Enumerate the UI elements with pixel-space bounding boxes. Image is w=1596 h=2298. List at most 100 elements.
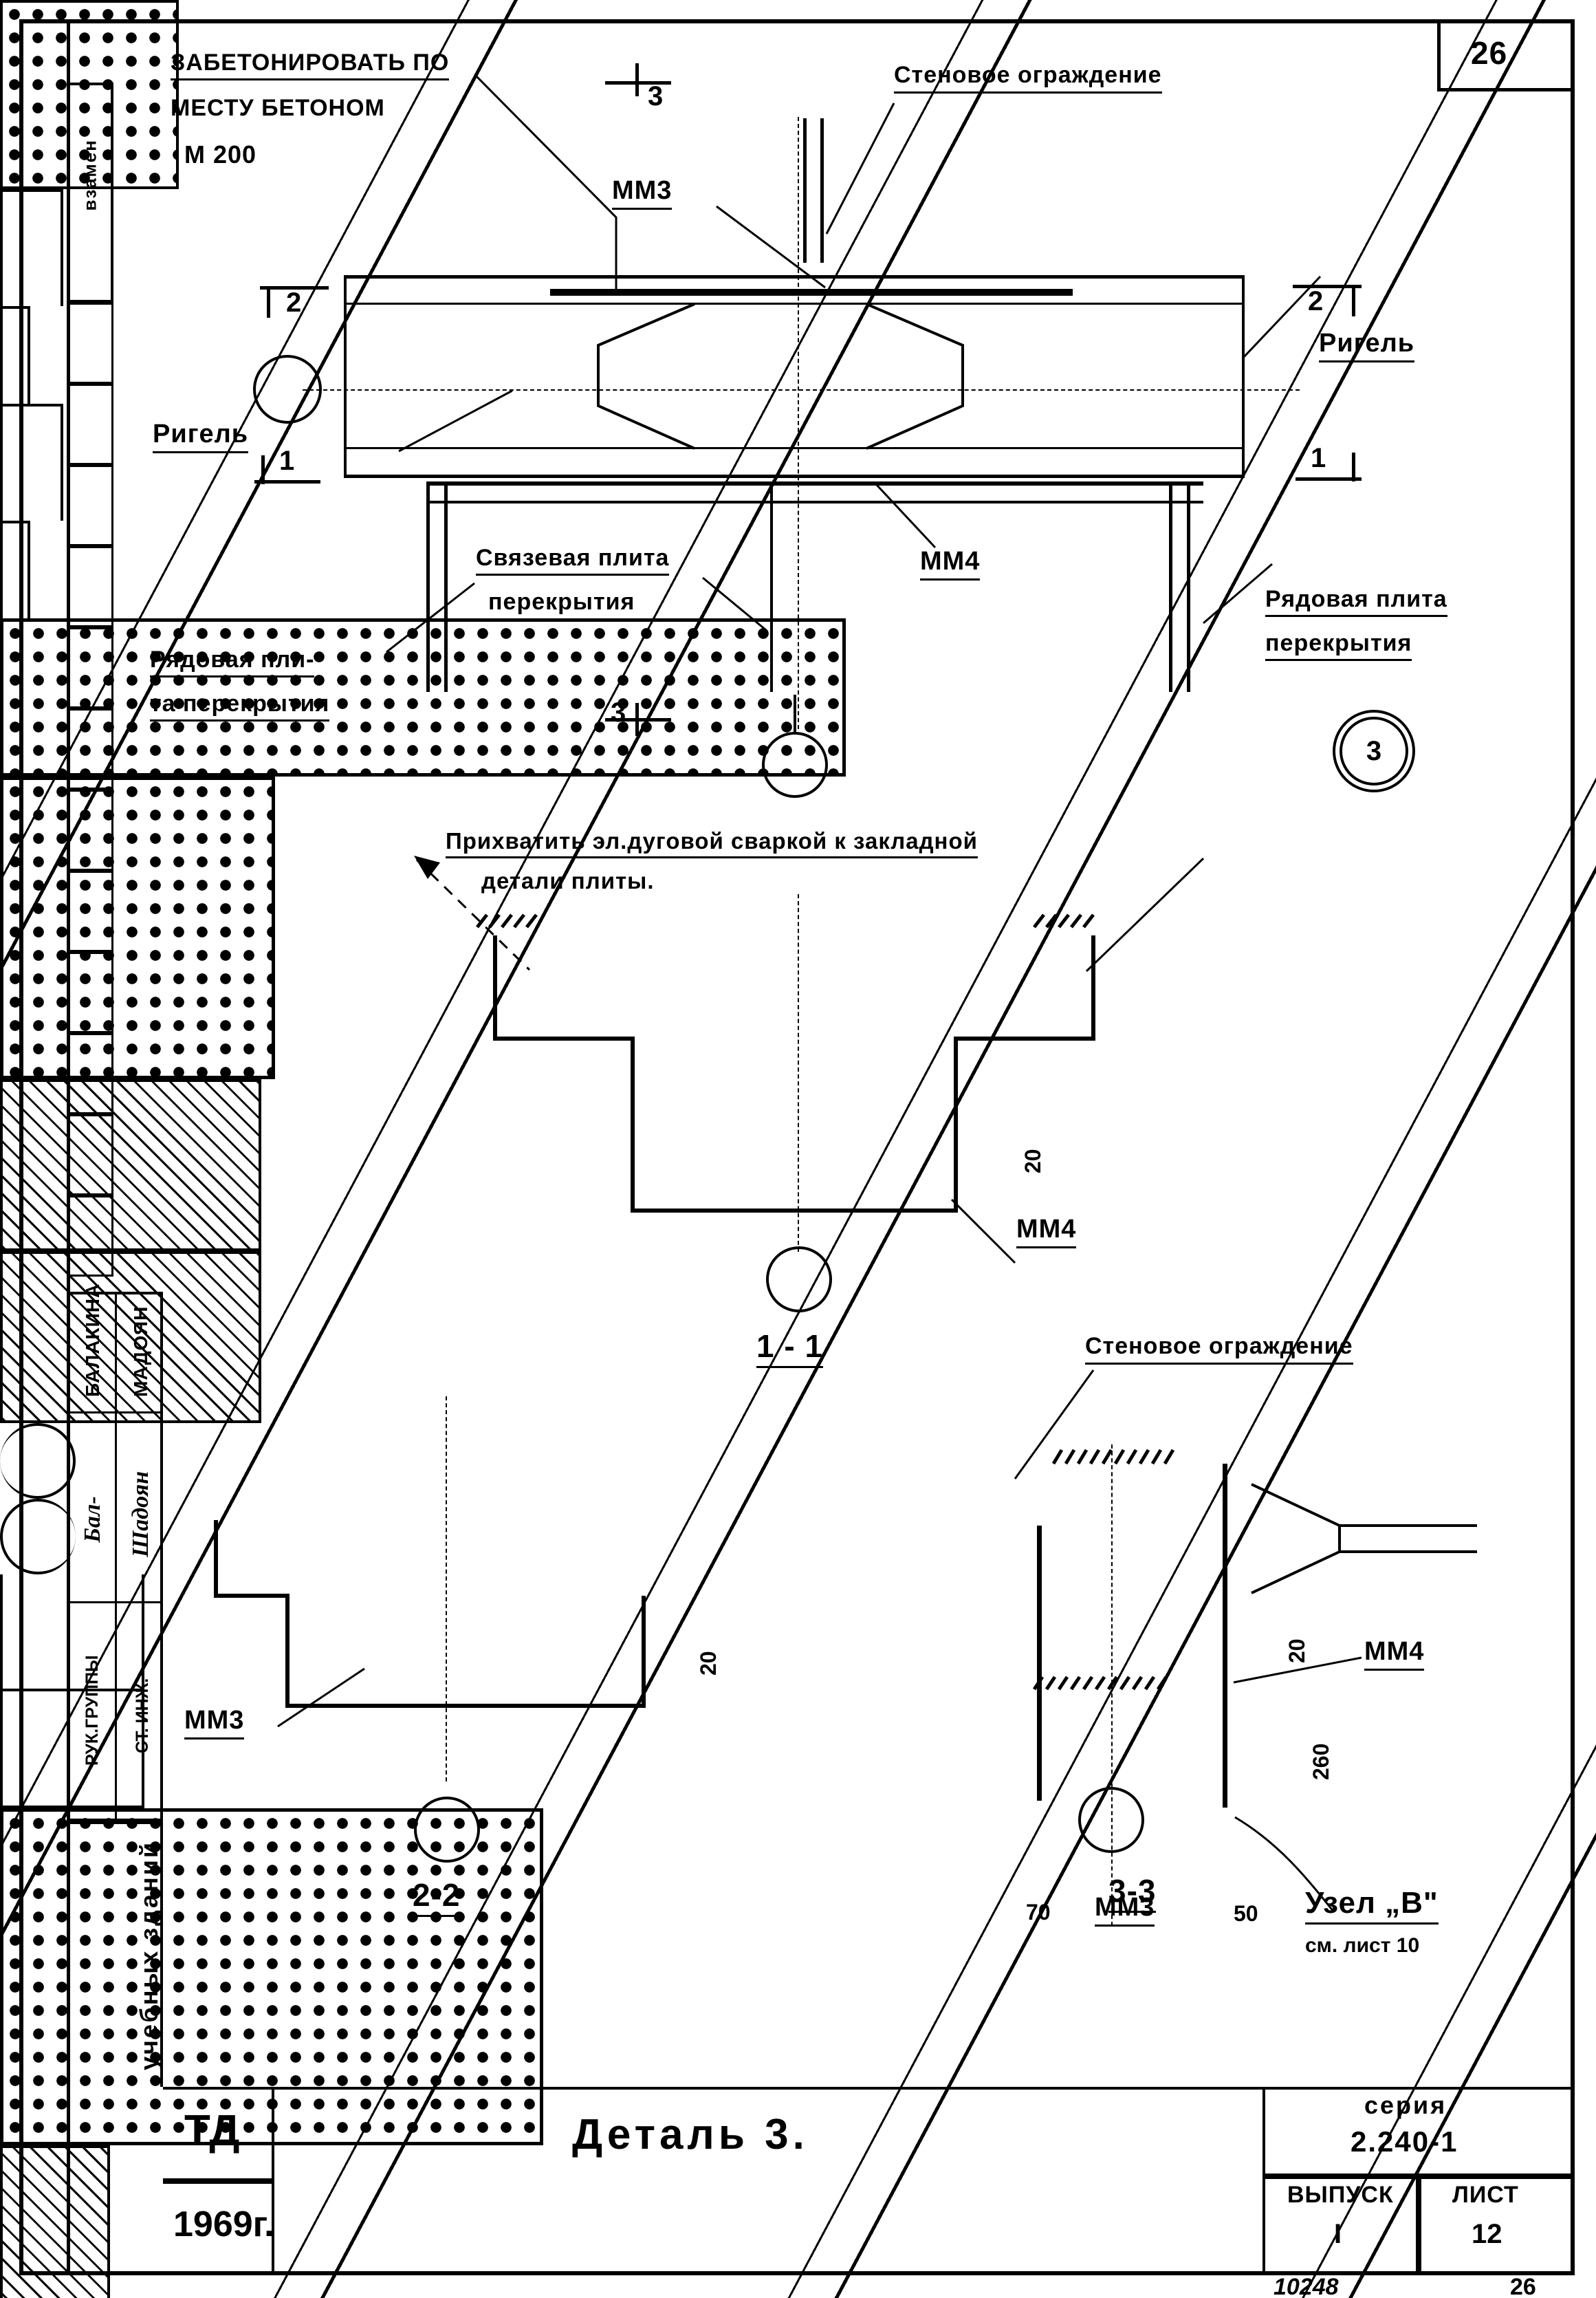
reference-bubble-left (253, 355, 322, 424)
title-block-year-cell (163, 2181, 274, 2275)
left-margin-cell (67, 303, 113, 384)
view-link-bubble-3-3 (1078, 1787, 1144, 1853)
document-code-bottom: 10248 (1273, 2274, 1339, 2298)
detail-bubble-3: 3 (1333, 710, 1415, 792)
title-block-code: ТД (184, 2107, 240, 2154)
title-block-issue-label: ВЫПУСК (1287, 2182, 1394, 2208)
anchor-loop-right (0, 404, 63, 521)
signature-mark-0: Бал- (80, 1496, 105, 1543)
caption-section-2-2: 2-2 (413, 1876, 461, 1917)
left-margin-cell (67, 627, 113, 708)
label-mm3-plan: ММ3 (612, 176, 673, 210)
signature-block-row-divider (67, 1411, 163, 1413)
mm3-bar-section-3-3 (1037, 1526, 1042, 1801)
label-vzamen: взамен (79, 139, 100, 211)
label-rigel-right: Ригель (1319, 329, 1415, 362)
weld-mark-3-3-top (1051, 1449, 1175, 1465)
section-1-1-centerline (798, 894, 799, 1252)
view-link-stem-plan (794, 695, 796, 733)
wall-stub-left-edge (803, 118, 807, 263)
slab-rib-right-a (1169, 486, 1172, 692)
leader-wall-enclosure (825, 102, 895, 235)
view-link-bubble-plan (762, 732, 828, 798)
title-block-series-cell (1262, 2087, 1575, 2176)
beam-right-break (1242, 275, 1245, 478)
slab-top-edge (426, 481, 1203, 486)
label-row-slab-left-1: та перекрытия (150, 691, 330, 722)
anchor-loop-left-inner (0, 306, 30, 404)
signature-block-divider (115, 1292, 117, 1821)
view-link-bubble-1-1 (766, 1246, 832, 1312)
object-name-cell (67, 1821, 163, 2087)
signature-name-0: БАЛАКИНА (82, 1283, 103, 1397)
sheet-inner-margin-line (67, 19, 70, 2275)
section-1-1-pocket-left (0, 1574, 144, 1691)
leader-row-slab-right (1203, 563, 1273, 625)
title-block-sheet-cell (1419, 2176, 1575, 2275)
title-block-title: Деталь 3. (572, 2111, 809, 2158)
signature-role-1: СТ. ИНЖ. (133, 1678, 152, 1754)
label-row-slab-left-0: Рядовая пли- (150, 647, 315, 678)
leader-node-ref (1234, 1816, 1335, 1913)
note-weld-line-0: Прихватить эл.дуговой сваркой к закладно… (446, 828, 978, 858)
title-block-year: 1969г. (173, 2204, 274, 2244)
central-concrete-infill (0, 0, 179, 189)
page-number-box: 26 (1437, 19, 1575, 91)
leader-concrete-note (474, 74, 617, 294)
sheet-frame (19, 19, 1575, 2275)
weld-mark-left (476, 913, 538, 929)
title-block-code-cell (163, 2087, 274, 2181)
left-margin-cell (67, 790, 113, 871)
left-margin-cell (67, 1195, 113, 1277)
left-margin-cell (67, 871, 113, 952)
section-marker-3-top-label: 3 (648, 81, 664, 111)
slab-rib-left-b (444, 486, 448, 692)
section-1-1-pocket-right (0, 1691, 144, 1808)
leader-weld-left (414, 856, 531, 971)
slab-rib-left-a (426, 486, 430, 692)
note-concrete-line-0: ЗАБЕТОНИРОВАТЬ ПО (171, 50, 450, 80)
label-node-ref-sub: см. лист 10 (1305, 1934, 1420, 1957)
leader-mm3-section-2-2 (277, 1667, 365, 1728)
section-marker-3-bottom-label: 3 (611, 697, 627, 728)
section-2-2-centerline (446, 1396, 447, 1781)
leader-rigel-left (398, 389, 513, 453)
left-margin-cell (67, 952, 113, 1033)
anchor-loop-right-inner (0, 521, 30, 618)
leader-mm4-plan (875, 483, 937, 549)
leader-tie-slab (702, 576, 767, 631)
embed-bar-section-3-3 (1223, 1464, 1227, 1808)
object-name: учебных зданий (135, 1841, 163, 2070)
note-weld-line-1: детали плиты. (481, 868, 655, 893)
beam-top-inner-edge (344, 303, 1245, 305)
beam-bottom-inner-edge (344, 447, 1245, 449)
dim-260-section-3-3: 260 (1309, 1743, 1333, 1780)
section-marker-1-right-label: 1 (1311, 443, 1327, 473)
section-1-1-central-block (0, 777, 275, 1079)
caption-section-3-3-final: 3-3 (1108, 1872, 1157, 1913)
label-mm4-section-1-1: ММ4 (1016, 1215, 1077, 1248)
mm3-bent-bar-section-2-2 (214, 1520, 646, 1708)
note-concrete-line-1: МЕСТУ БЕТОНОМ (171, 95, 385, 121)
label-tie-slab-0: Связевая плита (476, 545, 670, 576)
label-mm4-plan: ММ4 (920, 547, 981, 581)
left-margin-cell (67, 1114, 113, 1195)
label-mm3-section-3-3: ММ3 (1095, 1893, 1155, 1927)
beam-left-break (344, 275, 347, 478)
leader-mm4-section-1-1 (950, 1198, 1016, 1264)
slab-rib-right-b (1187, 486, 1190, 692)
title-block-issue-value: I (1334, 2219, 1342, 2249)
left-margin-cell (67, 384, 113, 465)
label-wall-enclosure-3-3: Стеновое ограждение (1085, 1333, 1353, 1365)
slab-second-edge (426, 501, 1203, 503)
section-1-1-concrete-band (0, 618, 846, 777)
label-wall-enclosure-top: Стеновое ограждение (894, 62, 1162, 94)
weld-mark-3-3-bottom (1032, 1676, 1168, 1691)
leader-mm4-section-3-3 (1233, 1656, 1362, 1684)
signature-role-0: РУК.ГРУППЫ (83, 1655, 102, 1766)
title-block-issue-cell (1262, 2176, 1419, 2275)
section-1-1-void-left (0, 1423, 76, 1499)
label-mm4-section-3-3: ММ4 (1364, 1637, 1425, 1671)
label-row-slab-right-0: Рядовая плита (1265, 586, 1447, 617)
